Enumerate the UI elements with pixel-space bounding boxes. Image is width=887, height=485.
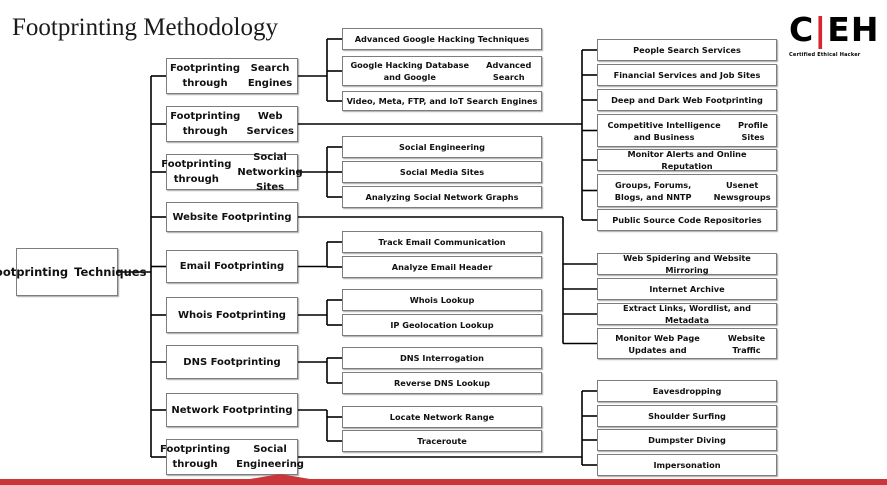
leaf-financial-job-sites: Financial Services and Job Sites xyxy=(597,64,777,86)
root-node-footprinting-techniques: FootprintingTechniques xyxy=(0,248,146,296)
leaf-shoulder-surfing: Shoulder Surfing xyxy=(597,405,777,427)
leaf-ip-geolocation: IP Geolocation Lookup xyxy=(342,314,542,336)
leaf-web-spidering: Web Spidering and Website Mirroring xyxy=(597,253,777,275)
category-whois-footprinting: Whois Footprinting xyxy=(166,297,298,333)
bottom-accent-bar xyxy=(0,474,887,485)
leaf-impersonation: Impersonation xyxy=(597,454,777,476)
leaf-dns-interrogation: DNS Interrogation xyxy=(342,347,542,369)
leaf-social-media-sites: Social Media Sites xyxy=(342,161,542,183)
leaf-people-search: People Search Services xyxy=(597,39,777,61)
leaf-deep-dark-web: Deep and Dark Web Footprinting xyxy=(597,89,777,111)
leaf-public-source-code: Public Source Code Repositories xyxy=(597,209,777,231)
bottom-accent-notch xyxy=(250,474,310,479)
leaf-advanced-google-hacking: Advanced Google Hacking Techniques xyxy=(342,28,542,50)
leaf-extract-links: Extract Links, Wordlist, and Metadata xyxy=(597,303,777,325)
leaf-dumpster-diving: Dumpster Diving xyxy=(597,429,777,451)
leaf-reverse-dns: Reverse DNS Lookup xyxy=(342,372,542,394)
leaf-track-email: Track Email Communication xyxy=(342,231,542,253)
category-email-footprinting: Email Footprinting xyxy=(166,250,298,283)
logo-red-bar: | xyxy=(814,10,828,49)
slide-title: Footprinting Methodology xyxy=(12,14,278,41)
leaf-traceroute: Traceroute xyxy=(342,430,542,452)
category-network-footprinting: Network Footprinting xyxy=(166,393,298,427)
ceh-logo: C|EH Certified Ethical Hacker xyxy=(789,8,878,62)
ceh-logo-mark: C|EH xyxy=(789,10,878,50)
leaf-social-engineering: Social Engineering xyxy=(342,136,542,158)
category-website-footprinting: Website Footprinting xyxy=(166,202,298,232)
leaf-whois-lookup: Whois Lookup xyxy=(342,289,542,311)
logo-letters-eh: EH xyxy=(827,10,880,49)
leaf-analyzing-social-graphs: Analyzing Social Network Graphs xyxy=(342,186,542,208)
leaf-video-meta-ftp-iot: Video, Meta, FTP, and IoT Search Engines xyxy=(342,91,542,111)
ceh-logo-tagline: Certified Ethical Hacker xyxy=(789,52,861,58)
leaf-locate-network-range: Locate Network Range xyxy=(342,406,542,428)
leaf-internet-archive: Internet Archive xyxy=(597,278,777,300)
logo-letter-c: C xyxy=(789,10,815,49)
category-dns-footprinting: DNS Footprinting xyxy=(166,345,298,379)
leaf-analyze-email-header: Analyze Email Header xyxy=(342,256,542,278)
leaf-eavesdropping: Eavesdropping xyxy=(597,380,777,402)
leaf-monitor-alerts: Monitor Alerts and Online Reputation xyxy=(597,149,777,171)
